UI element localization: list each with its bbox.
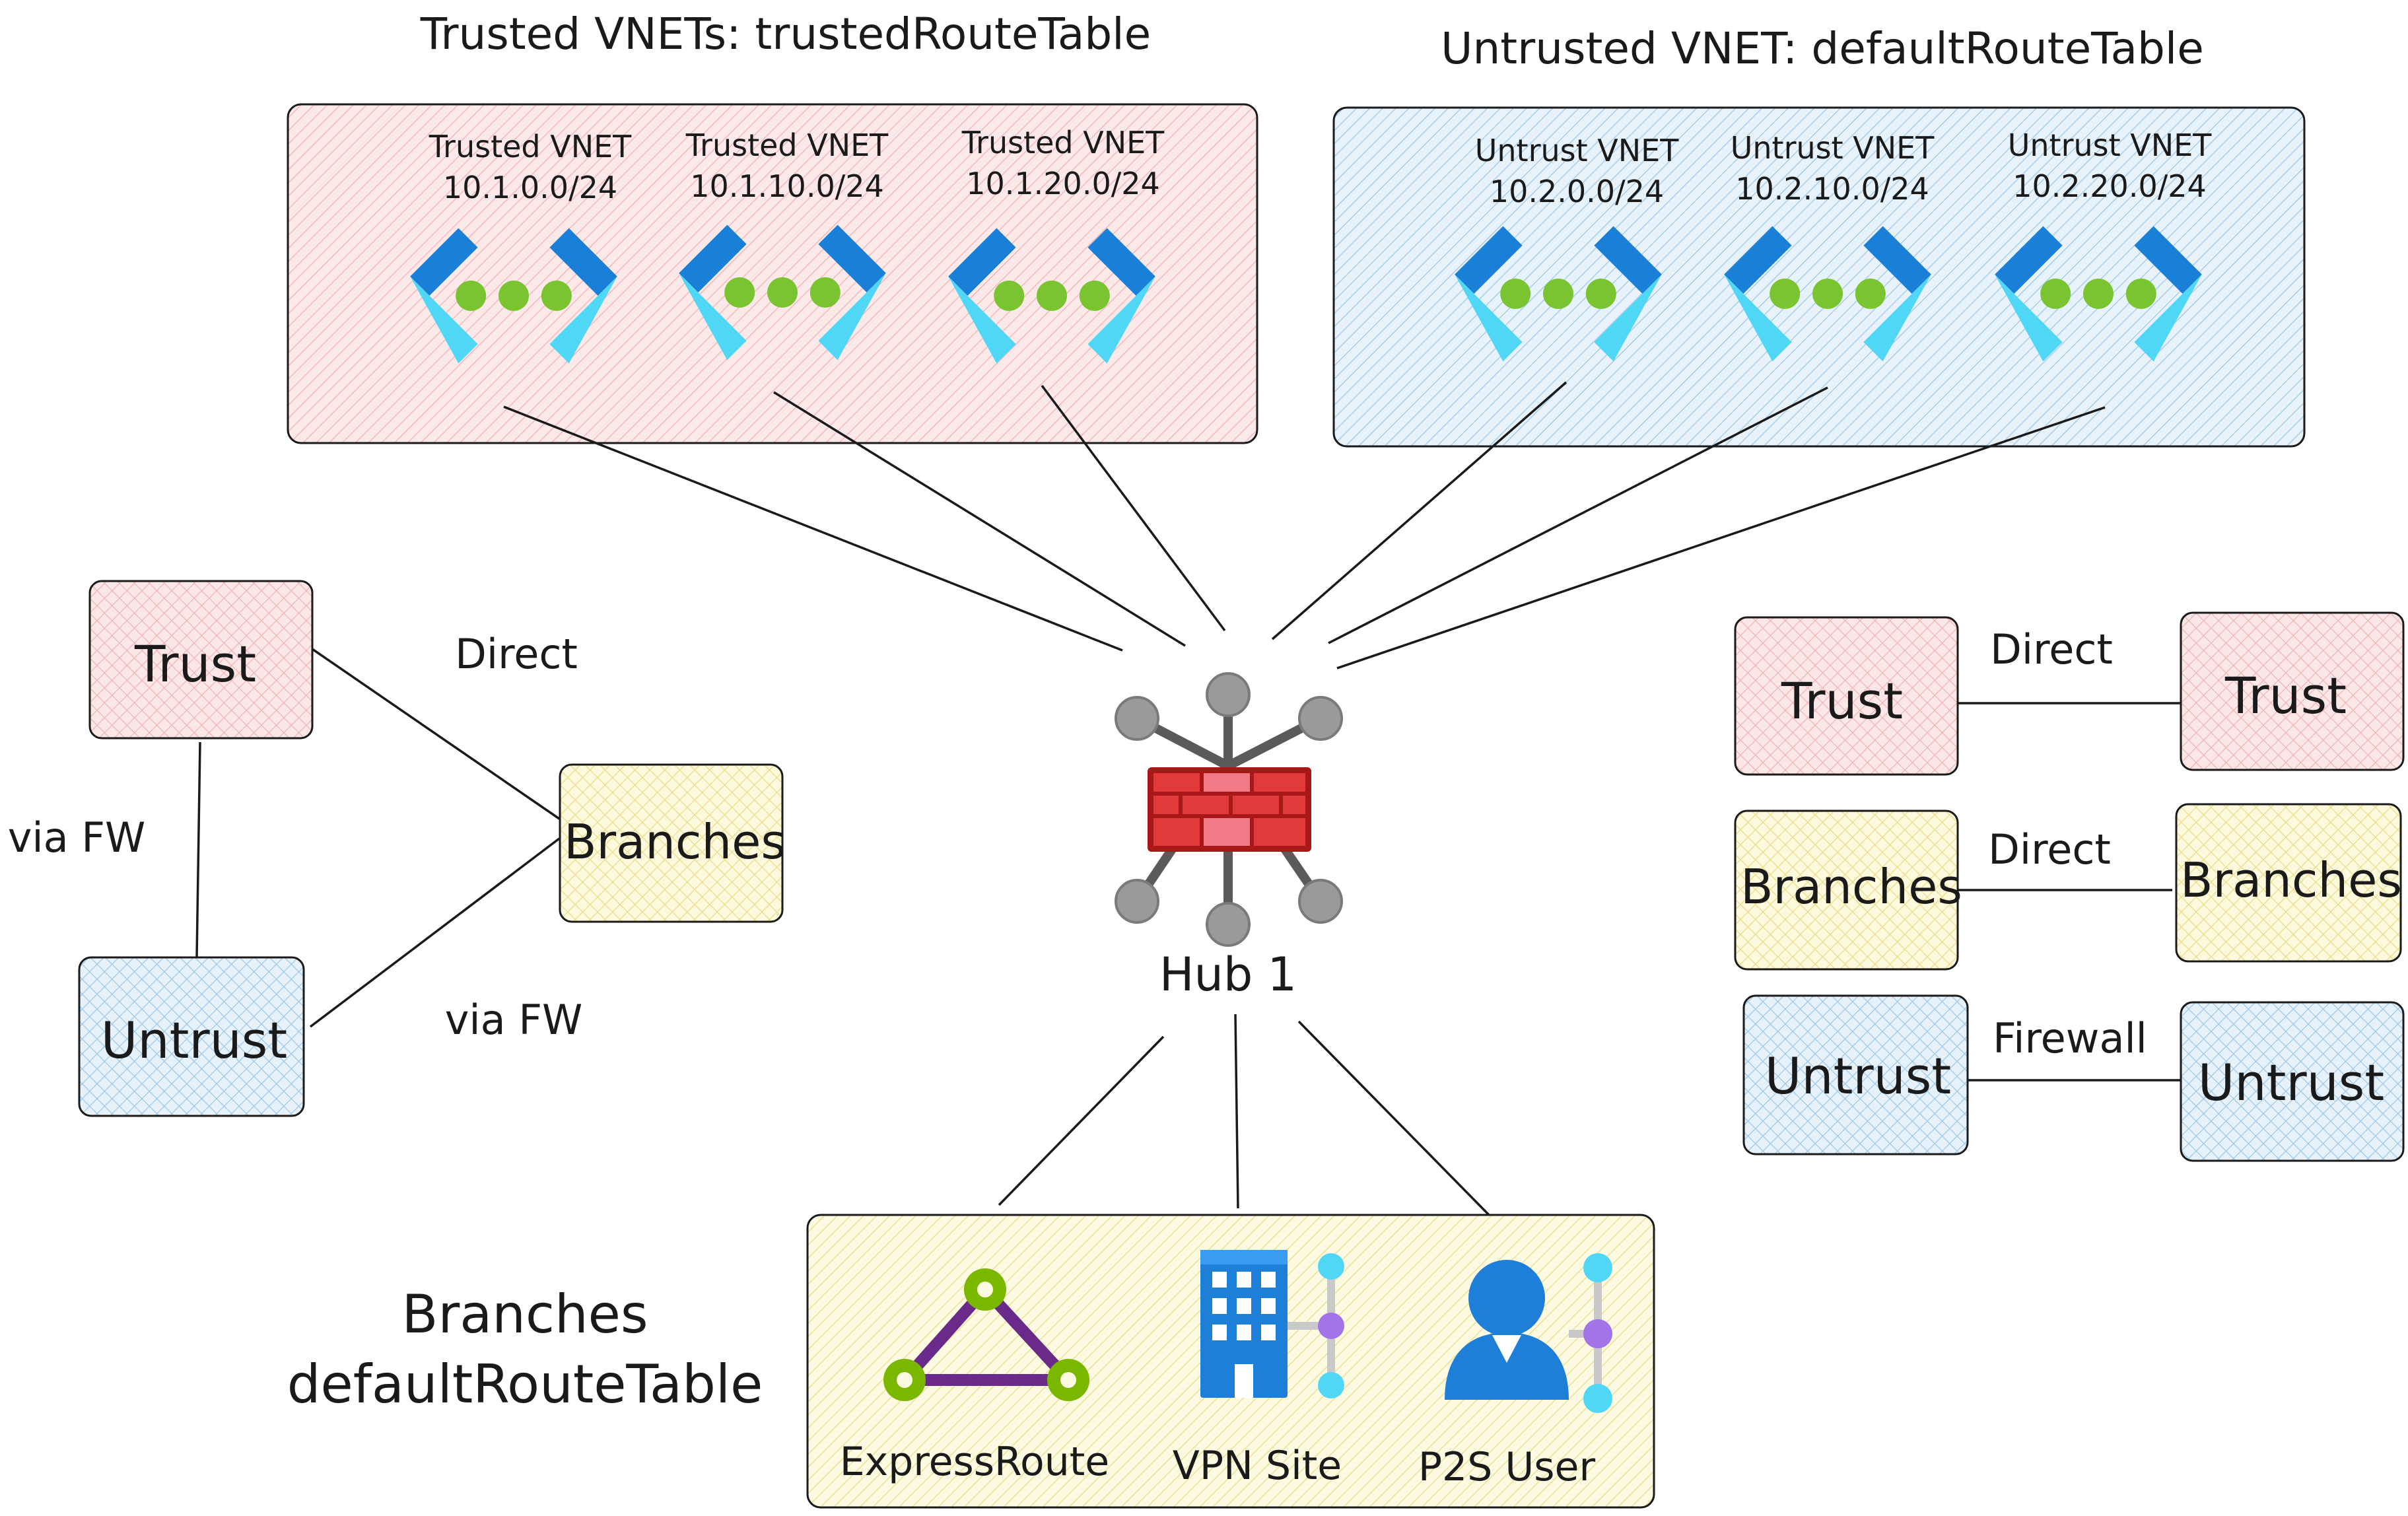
left-line-trust-untrust	[195, 741, 201, 958]
vnet-name: Trusted VNET	[961, 125, 1165, 160]
p2s-user-icon	[1445, 1253, 1612, 1413]
vnet-cidr: 10.1.20.0/24	[966, 166, 1160, 201]
branches-container: ExpressRoute VPN Site	[806, 1214, 1655, 1509]
right-flow: Trust Trust Direct Branches Branches Dir…	[1734, 611, 2405, 1162]
trusted-group-title: Trusted VNETs: trustedRouteTable	[420, 9, 1151, 59]
trusted-vnets-container: Trusted VNET 10.1.0.0/24 Trusted VNET 10…	[287, 103, 1258, 444]
left-label-via-fw: via FW	[8, 813, 146, 862]
connector-trusted-vnet-2	[773, 391, 1186, 647]
left-branches-node[interactable]: Branches	[559, 763, 786, 923]
vnet-cidr: 10.1.10.0/24	[690, 168, 884, 204]
vnet-name: Trusted VNET	[685, 127, 889, 163]
untrusted-vnet-1[interactable]: Untrust VNET 10.2.0.0/24	[1455, 133, 1679, 362]
trusted-vnet-2[interactable]: Trusted VNET 10.1.10.0/24	[679, 127, 889, 361]
right-trust-left-node[interactable]: Trust	[1734, 616, 1959, 776]
connector-vpn-site	[1234, 1014, 1239, 1209]
vnet-cidr: 10.2.20.0/24	[2012, 168, 2207, 204]
right-untrust-right-node[interactable]: Untrust	[2180, 1001, 2405, 1162]
left-label-via-fw-bottom: via FW	[445, 996, 583, 1044]
trusted-vnet-1[interactable]: Trusted VNET 10.1.0.0/24	[410, 129, 632, 364]
hub-1[interactable]: Hub 1	[1115, 672, 1343, 1002]
untrusted-group-title: Untrusted VNET: defaultRouteTable	[1441, 23, 2204, 74]
branch-vpn-site[interactable]: VPN Site	[1173, 1250, 1344, 1489]
left-label-direct: Direct	[455, 630, 578, 678]
node-label: Branches	[2180, 852, 2402, 908]
vnet-name: Untrust VNET	[1475, 133, 1679, 168]
right-trust-right-node[interactable]: Trust	[2180, 611, 2405, 771]
branches-group-title-line2: defaultRouteTable	[287, 1354, 763, 1415]
left-line-trust-branches	[312, 648, 560, 820]
node-label: Untrust	[101, 1011, 287, 1070]
untrusted-vnet-3[interactable]: Untrust VNET 10.2.20.0/24	[1995, 127, 2212, 362]
node-label: Trust	[1781, 672, 1903, 730]
left-trust-node[interactable]: Trust	[88, 580, 314, 740]
right-row-label: Direct	[1988, 825, 2111, 874]
hub-label: Hub 1	[1159, 948, 1297, 1002]
vnet-cidr: 10.2.10.0/24	[1735, 171, 1929, 207]
branch-expressroute[interactable]: ExpressRoute	[840, 1268, 1109, 1485]
right-row-branches: Branches Branches Direct	[1734, 803, 2402, 971]
node-label: Trust	[2224, 666, 2347, 725]
untrusted-vnet-2[interactable]: Untrust VNET 10.2.10.0/24	[1724, 130, 1935, 362]
connector-trusted-vnet-1	[503, 405, 1123, 652]
node-label: Trust	[134, 635, 256, 693]
right-row-untrust: Untrust Untrust Firewall	[1742, 994, 2405, 1162]
branch-label: P2S User	[1418, 1444, 1596, 1490]
branch-label: ExpressRoute	[840, 1439, 1109, 1485]
connector-expressroute	[998, 1035, 1165, 1206]
vnet-cidr: 10.1.0.0/24	[443, 170, 617, 205]
right-branches-right-node[interactable]: Branches	[2175, 803, 2402, 963]
right-row-label: Direct	[1990, 625, 2113, 673]
connector-untrusted-vnet-2	[1328, 386, 1828, 644]
untrusted-vnets-container: Untrust VNET 10.2.0.0/24 Untrust VNET 10…	[1332, 106, 2306, 448]
connector-trusted-vnet-3	[1041, 384, 1226, 632]
vnet-cidr: 10.2.0.0/24	[1490, 174, 1664, 209]
right-branches-left-node[interactable]: Branches	[1734, 810, 1962, 971]
node-label: Untrust	[1765, 1047, 1951, 1105]
right-row-trust: Trust Trust Direct	[1734, 611, 2405, 776]
node-label: Branches	[564, 814, 786, 870]
branch-p2s-user[interactable]: P2S User	[1418, 1253, 1612, 1490]
branches-group-title-line1: Branches	[401, 1284, 648, 1345]
right-untrust-left-node[interactable]: Untrust	[1742, 994, 1969, 1155]
node-label: Untrust	[2198, 1053, 2384, 1112]
branch-label: VPN Site	[1173, 1443, 1342, 1489]
firewall-hub-icon	[1115, 672, 1343, 947]
connector-untrusted-vnet-1	[1271, 381, 1567, 640]
left-line-untrust-branches	[309, 837, 561, 1028]
trusted-vnet-3[interactable]: Trusted VNET 10.1.20.0/24	[948, 125, 1165, 364]
vpn-site-icon	[1200, 1250, 1344, 1398]
vnet-name: Trusted VNET	[429, 129, 632, 164]
vnet-name: Untrust VNET	[1731, 130, 1935, 166]
expressroute-icon	[883, 1268, 1089, 1401]
node-label: Branches	[1740, 859, 1962, 914]
connector-p2s-user	[1297, 1020, 1492, 1218]
right-row-label: Firewall	[1993, 1014, 2147, 1062]
vnet-name: Untrust VNET	[2008, 127, 2212, 163]
connector-untrusted-vnet-3	[1336, 406, 2106, 670]
left-untrust-node[interactable]: Untrust	[78, 956, 305, 1117]
hub-connectors	[503, 381, 2106, 1218]
left-flow: Trust Untrust Branches Direct via FW via…	[8, 580, 786, 1117]
